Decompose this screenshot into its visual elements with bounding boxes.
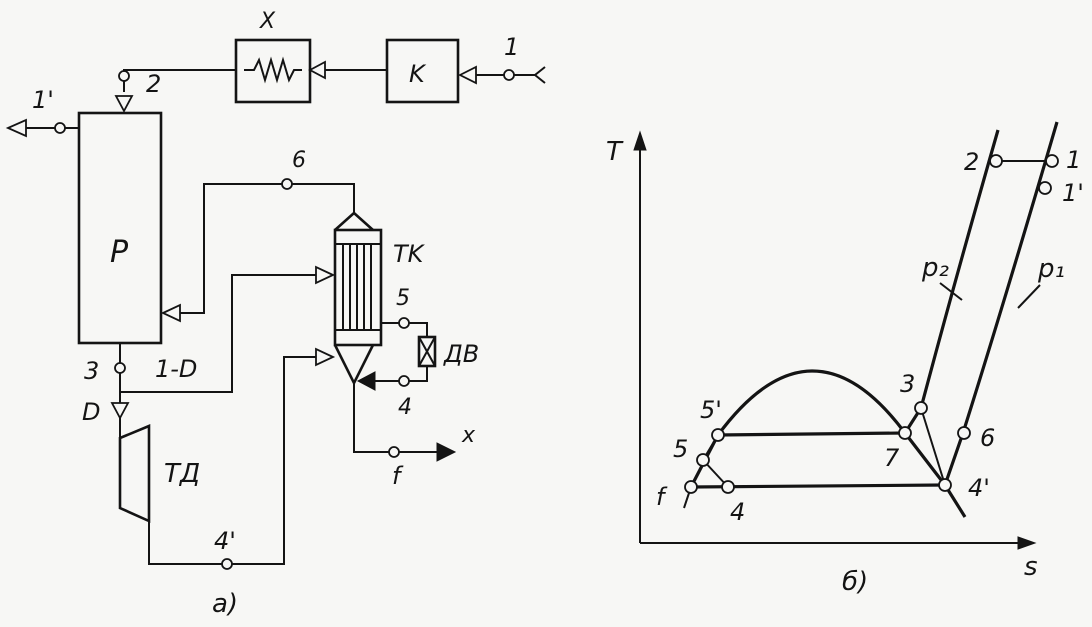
isobar-p2 <box>903 129 1000 434</box>
label-state-4: 4 <box>730 498 745 526</box>
state-1prime <box>1038 181 1052 195</box>
axis-y-label: T <box>606 137 624 167</box>
axis-x-label: s <box>1024 552 1038 582</box>
scheme-caption: a) <box>212 589 238 619</box>
arrow-product-out-icon <box>436 442 457 462</box>
label-node-5: 5 <box>396 286 410 311</box>
label-state-f: f <box>656 483 668 511</box>
isobar-p1-label: p₁ <box>1037 254 1065 284</box>
inlet-tail-icon <box>533 66 546 84</box>
state-1 <box>1045 154 1059 168</box>
regenerator-block <box>77 111 163 345</box>
throttle-valve-block <box>417 335 437 368</box>
label-node-2: 2 <box>146 70 161 98</box>
isobar-p1-leader <box>1017 284 1041 309</box>
label-state-7: 7 <box>884 444 900 472</box>
ts-diagram: T s б) p₂ p₁ 2 <box>606 121 1084 597</box>
state-6 <box>957 426 971 440</box>
line-3-4prime <box>920 407 946 486</box>
throttle-valve-label: ДВ <box>443 340 479 368</box>
state-f <box>684 480 698 494</box>
line-x-to-regenerator <box>123 69 236 92</box>
line-valve-to-4 <box>374 366 428 382</box>
label-state-1prime: 1' <box>1062 179 1084 207</box>
arrow-6-into-regenerator-icon <box>160 303 181 323</box>
line-5-to-valve <box>381 322 428 337</box>
arrow-into-regenerator-icon <box>114 95 134 113</box>
state-5prime <box>711 428 725 442</box>
label-split-1-D: 1-D <box>155 355 197 383</box>
line-1-D-to-tk <box>120 274 316 393</box>
throttle-valve-icon <box>418 336 436 367</box>
node-3 <box>114 362 126 374</box>
expander-block <box>118 424 151 524</box>
label-split-D: D <box>82 398 100 426</box>
label-state-5prime: 5' <box>700 396 722 424</box>
arrow-into-cooler-icon <box>308 60 326 80</box>
regenerator-label: P <box>110 235 129 270</box>
outlet-1prime-arrow-icon <box>5 118 27 138</box>
ts-caption: б) <box>842 567 868 597</box>
label-state-5: 5 <box>673 435 688 463</box>
saturation-dome <box>689 369 947 488</box>
node-f <box>388 446 400 458</box>
state-3 <box>914 401 928 415</box>
label-state-1: 1 <box>1066 146 1081 174</box>
arrow-4-into-tk-icon <box>356 371 376 391</box>
line-7-4prime <box>904 432 946 486</box>
label-state-4prime: 4' <box>968 474 990 502</box>
node-4prime <box>221 558 233 570</box>
arrow-1-D-into-tk-icon <box>315 265 336 285</box>
node-4 <box>398 375 410 387</box>
label-node-3: 3 <box>84 357 99 385</box>
heat-exchanger-block <box>333 211 383 386</box>
isobar-p2-leader <box>939 282 963 301</box>
cooler-label: X <box>259 9 276 34</box>
node-2 <box>118 70 130 82</box>
node-1prime <box>54 122 66 134</box>
axis-x-arrow-icon <box>1017 536 1037 550</box>
node-1 <box>503 69 515 81</box>
state-2 <box>989 154 1003 168</box>
line-product-out <box>353 383 437 453</box>
state-4 <box>721 480 735 494</box>
inlet-arrow-icon <box>457 65 477 85</box>
state-7 <box>898 426 912 440</box>
label-node-x: x <box>461 423 476 448</box>
state-5 <box>696 453 710 467</box>
state-4prime <box>938 478 952 492</box>
label-node-1prime: 1' <box>32 86 54 114</box>
label-node-6: 6 <box>292 148 306 173</box>
line-5prime-7 <box>717 431 906 437</box>
node-6 <box>281 178 293 190</box>
node-5 <box>398 317 410 329</box>
label-node-4: 4 <box>398 395 412 420</box>
label-node-f: f <box>392 462 404 490</box>
arrow-D-into-expander-icon <box>110 402 130 420</box>
heat-exchanger-label: TK <box>393 240 426 268</box>
isobar-p2-label: p₂ <box>921 253 949 283</box>
line-4prime-to-tk <box>148 356 316 565</box>
line-6-return <box>180 183 355 314</box>
axis-y-arrow-icon <box>633 130 647 151</box>
cooler-coil-icon <box>244 56 302 84</box>
compressor-label: K <box>409 60 427 88</box>
label-node-4prime: 4' <box>214 527 236 555</box>
arrow-4prime-into-tk-icon <box>315 347 336 367</box>
label-state-3: 3 <box>900 370 915 398</box>
isobar-p1 <box>943 121 1059 518</box>
process-scheme: 1 K X 2 1' P 6 3 1-D <box>5 9 546 619</box>
label-node-1: 1 <box>504 33 519 61</box>
expander-label: TД <box>164 459 200 489</box>
label-state-6: 6 <box>980 424 995 452</box>
label-state-2: 2 <box>964 148 979 176</box>
